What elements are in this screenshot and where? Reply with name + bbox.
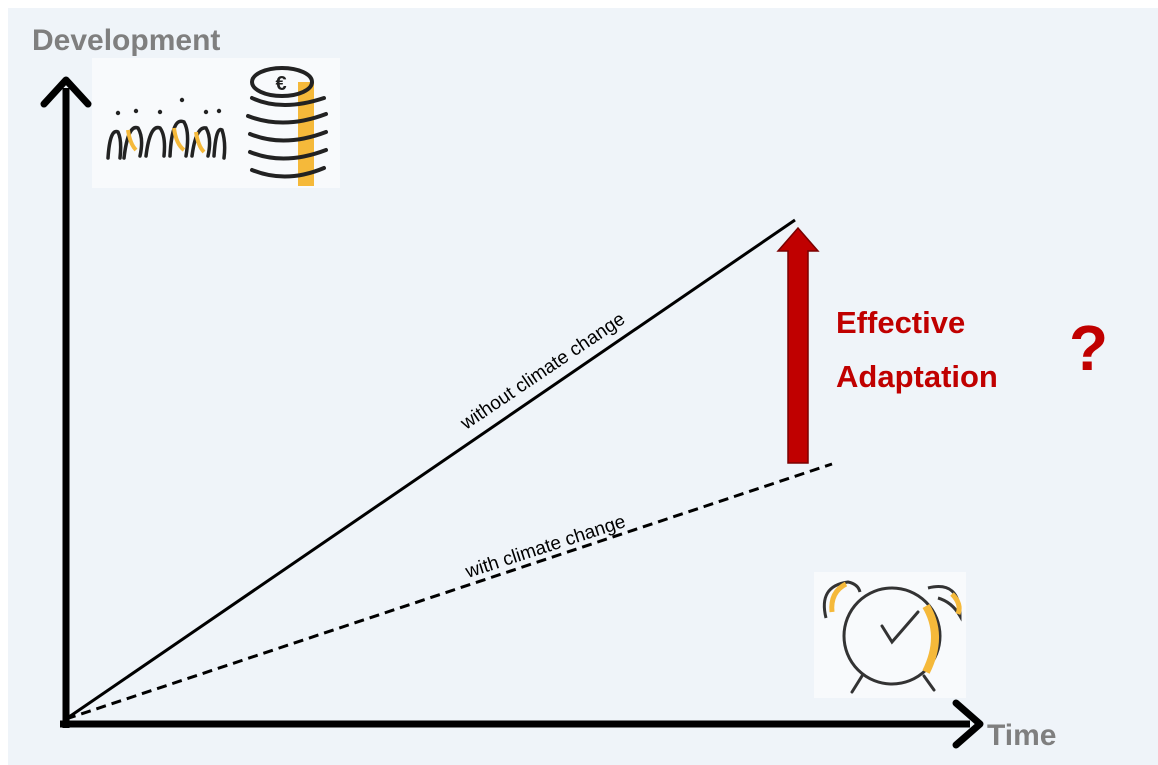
- x-axis-arrowhead: [952, 699, 984, 749]
- line-without-climate-change: [65, 218, 796, 721]
- adaptation-label-line1: Effective: [836, 305, 965, 340]
- alarm-clock-sketch-icon: [814, 572, 966, 698]
- y-axis-arrowhead: [40, 76, 92, 108]
- y-axis: [40, 76, 92, 728]
- x-axis: [60, 699, 984, 749]
- question-mark: ?: [1069, 312, 1108, 384]
- line-with-climate-change: [65, 462, 833, 721]
- x-axis-label: Time: [987, 719, 1056, 752]
- y-axis-label: Development: [32, 24, 220, 57]
- adaptation-label-line2: Adaptation: [836, 359, 998, 394]
- adaptation-arrow: [776, 226, 820, 464]
- svg-text:€: €: [275, 73, 286, 95]
- people-and-coins-sketch-icon: €: [92, 58, 340, 188]
